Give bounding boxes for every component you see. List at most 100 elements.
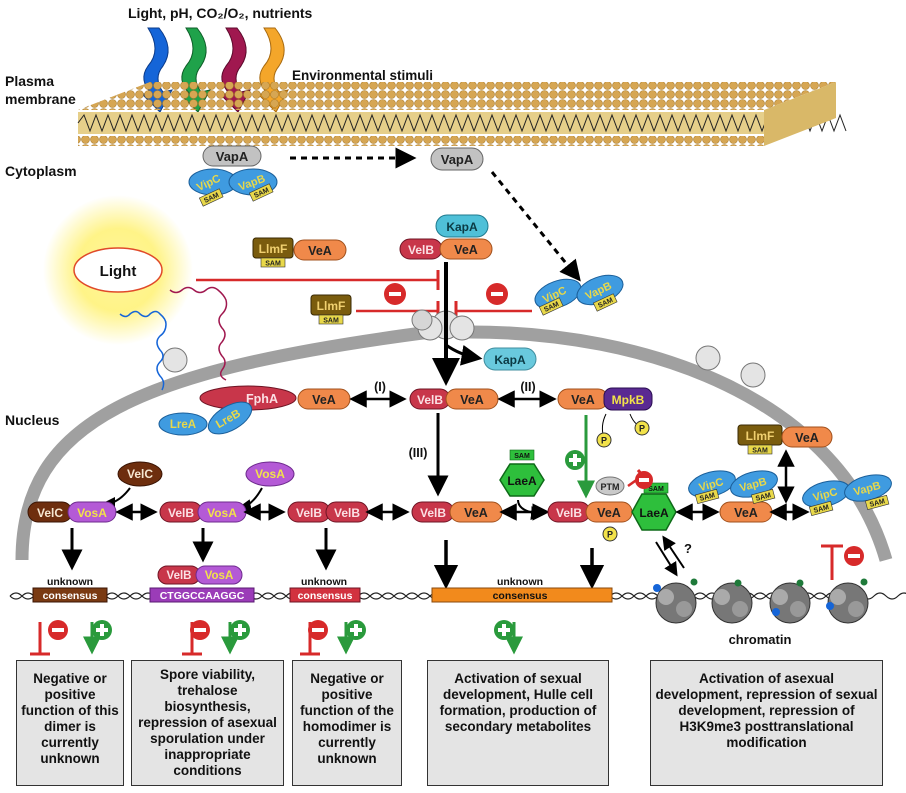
outcome-box-velb-vosa: Spore viability, trehalose biosynthesis,… — [131, 660, 284, 786]
svg-text:SAM: SAM — [869, 498, 886, 509]
velc-binding-arrow — [101, 487, 131, 511]
velvet-complex: VelB VeA LaeA SAM PTM P — [547, 469, 677, 542]
llmf-nuclear-inhibition: LlmF SAM — [310, 294, 440, 325]
svg-text:SAM: SAM — [752, 448, 768, 455]
svg-text:LlmF: LlmF — [746, 429, 775, 443]
svg-text:VosA: VosA — [207, 506, 237, 520]
svg-text:SAM: SAM — [699, 492, 716, 503]
svg-text:SAM: SAM — [648, 486, 664, 493]
outcome-box-velb-vea: Activation of sexual development, Hulle … — [427, 660, 609, 786]
svg-text:VelC: VelC — [37, 506, 63, 520]
svg-text:VeA: VeA — [734, 506, 758, 520]
svg-text:VelB: VelB — [334, 506, 360, 520]
vapa-membrane-complex: VapA VipC VapB SAM SAM — [188, 145, 278, 207]
kapa-released: KapA — [483, 347, 537, 371]
svg-text:unknown: unknown — [47, 576, 93, 588]
svg-text:VelC: VelC — [127, 467, 153, 481]
svg-text:LlmF: LlmF — [259, 242, 288, 256]
chromatin-label: chromatin — [729, 632, 792, 647]
svg-text:SAM: SAM — [265, 261, 281, 268]
velc-free: VelC — [117, 461, 163, 487]
kapa-release-arrow — [445, 343, 483, 366]
vapa-free: VapA — [430, 147, 484, 171]
vosa-free: VosA — [245, 461, 295, 487]
llmf-vea-cytoplasm: LlmF SAM VeA — [252, 237, 347, 268]
vapa-label: VapA — [216, 149, 249, 164]
red-light-wave — [169, 286, 228, 381]
plasma-membrane — [77, 82, 847, 146]
svg-text:VeA: VeA — [795, 431, 819, 445]
svg-text:VosA: VosA — [77, 506, 107, 520]
velb-homodimer-site: unknown consensus — [289, 576, 361, 603]
velb-vea-site: unknown consensus — [431, 576, 613, 603]
dna-binding-arrows — [61, 528, 685, 590]
svg-text:P: P — [639, 424, 645, 434]
roman-iii: (III) — [409, 446, 428, 460]
blue-light-wave — [119, 310, 167, 391]
velb-vosa-dimer: VelB VosA — [159, 501, 247, 523]
svg-text:VeA: VeA — [571, 393, 595, 407]
svg-text:consensus: consensus — [298, 590, 353, 602]
svg-text:unknown: unknown — [301, 576, 347, 588]
svg-text:VelB: VelB — [167, 570, 192, 582]
svg-text:KapA: KapA — [494, 353, 526, 367]
svg-text:P: P — [607, 530, 613, 540]
svg-text:VosA: VosA — [255, 467, 285, 481]
nucleus-label: Nucleus — [5, 412, 60, 428]
laea-binding-arrow — [517, 499, 545, 521]
svg-text:VelB: VelB — [417, 393, 443, 407]
cytoplasm-label: Cytoplasm — [5, 163, 77, 179]
svg-text:VelB: VelB — [408, 243, 434, 257]
outcome-box-chromatin: Activation of asexual development, repre… — [650, 660, 883, 786]
svg-text:VelB: VelB — [296, 506, 322, 520]
svg-text:LreA: LreA — [170, 419, 196, 431]
velc-vosa-dimer: VelC VosA — [27, 501, 117, 523]
stimuli-title: Light, pH, CO₂/O₂, nutrients — [128, 5, 313, 21]
svg-text:VelB: VelB — [168, 506, 194, 520]
chromatin-question: ? — [684, 541, 692, 556]
svg-text:VeA: VeA — [597, 506, 621, 520]
velb-vea-heterodimer: VelB VeA — [411, 501, 503, 523]
svg-text:SAM: SAM — [755, 492, 772, 503]
svg-text:PTM: PTM — [601, 482, 620, 492]
chromatin-nucleosomes — [653, 578, 869, 624]
fpha-lrea-lreb-vea-complex: FphA VeA LreA LreB — [158, 385, 351, 436]
svg-text:VosA: VosA — [205, 570, 234, 582]
vipc-vapb-free: VipC VapB SAM SAM — [534, 274, 624, 316]
svg-text:VapA: VapA — [441, 152, 474, 167]
svg-text:VeA: VeA — [454, 243, 478, 257]
svg-text:LlmF: LlmF — [317, 299, 346, 313]
velb-vea-nuclear: VelB VeA — [409, 388, 499, 410]
svg-text:CTGGCCAAGGC: CTGGCCAAGGC — [160, 590, 245, 602]
svg-text:VeA: VeA — [308, 244, 332, 258]
light-inhibition — [196, 270, 440, 305]
light-source: Light — [43, 195, 193, 345]
svg-text:VelB: VelB — [556, 506, 582, 520]
svg-text:unknown: unknown — [497, 576, 543, 588]
svg-text:VeA: VeA — [460, 393, 484, 407]
vipc-vapb-nuclear-left: VipC VapB SAM SAM — [688, 470, 778, 505]
svg-text:P: P — [601, 436, 607, 446]
svg-text:LaeA: LaeA — [507, 474, 537, 488]
svg-text:FphA: FphA — [246, 392, 278, 406]
velb-vea-kapa-complex: KapA VelB VeA — [399, 214, 493, 260]
environmental-stimuli-label: Environmental stimuli — [292, 68, 433, 83]
svg-text:KapA: KapA — [446, 220, 478, 234]
roman-i: (I) — [374, 380, 386, 394]
svg-text:SAM: SAM — [323, 318, 339, 325]
velb-vosa-site: VelB VosA CTGGCCAAGGC — [149, 565, 255, 603]
light-label: Light — [100, 263, 137, 280]
svg-text:SAM: SAM — [514, 453, 530, 460]
roman-ii: (II) — [520, 380, 535, 394]
svg-text:consensus: consensus — [43, 590, 98, 602]
vipc-vapb-inhibition — [454, 283, 532, 321]
vipc-vapb-nuclear-right: VipC VapB SAM SAM — [802, 474, 892, 517]
chromatin-inhibition — [821, 544, 864, 580]
svg-text:LaeA: LaeA — [639, 506, 669, 520]
velb-homodimer: VelB VelB — [287, 501, 369, 523]
vipc-vapb-release-arrow — [490, 171, 581, 282]
svg-text:consensus: consensus — [493, 590, 548, 602]
svg-text:VelB: VelB — [420, 506, 446, 520]
svg-text:MpkB: MpkB — [612, 393, 645, 407]
svg-text:SAM: SAM — [813, 504, 830, 515]
